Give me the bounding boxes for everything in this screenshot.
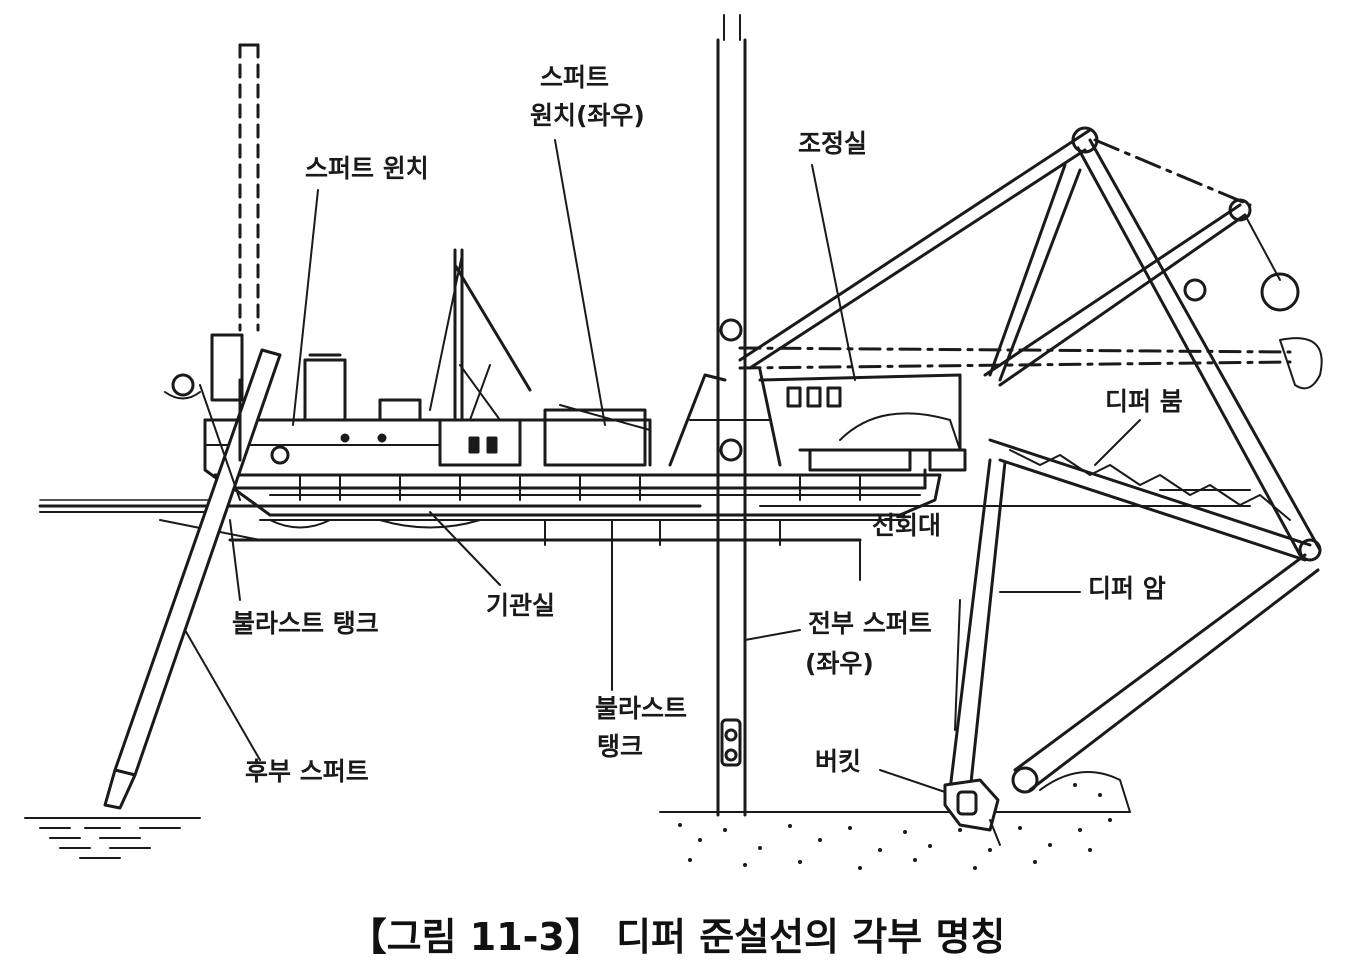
dipper-arm [950, 460, 1318, 792]
label-stern-spud-winch: 스퍼트 윈치 [305, 155, 429, 184]
figure-caption: 【그림 11-3】 디퍼 준설선의 각부 명칭 [0, 906, 1354, 961]
label-turntable: 선회대 [872, 512, 941, 541]
label-dipper-boom: 디퍼 붐 [1105, 388, 1183, 417]
label-rear-spud: 후부 스퍼트 [245, 758, 369, 787]
label-front-spud-line1: 전부 스퍼트 [808, 610, 932, 639]
label-ballast-tank-left: 불라스트 탱크 [232, 610, 379, 639]
bucket [945, 780, 1000, 845]
rear-spud [105, 45, 280, 808]
label-ballast-tank-center-line2: 탱크 [597, 733, 643, 762]
label-front-spud-line2: (좌우) [805, 650, 874, 679]
label-spud-winch-lr-line2: 원치(좌우) [530, 102, 645, 131]
seabed-left [25, 818, 200, 858]
label-ballast-tank-center-line1: 불라스트 [595, 695, 687, 724]
label-spud-winch-lr-line1: 스퍼트 [540, 64, 609, 93]
label-control-room: 조정실 [798, 130, 867, 159]
label-engine-room: 기관실 [486, 592, 555, 621]
label-dipper-arm: 디퍼 암 [1088, 575, 1166, 604]
control-room [740, 338, 1322, 470]
seabed-stipple [678, 783, 1112, 870]
seabed-right [660, 772, 1130, 812]
label-bucket: 버킷 [815, 748, 861, 777]
